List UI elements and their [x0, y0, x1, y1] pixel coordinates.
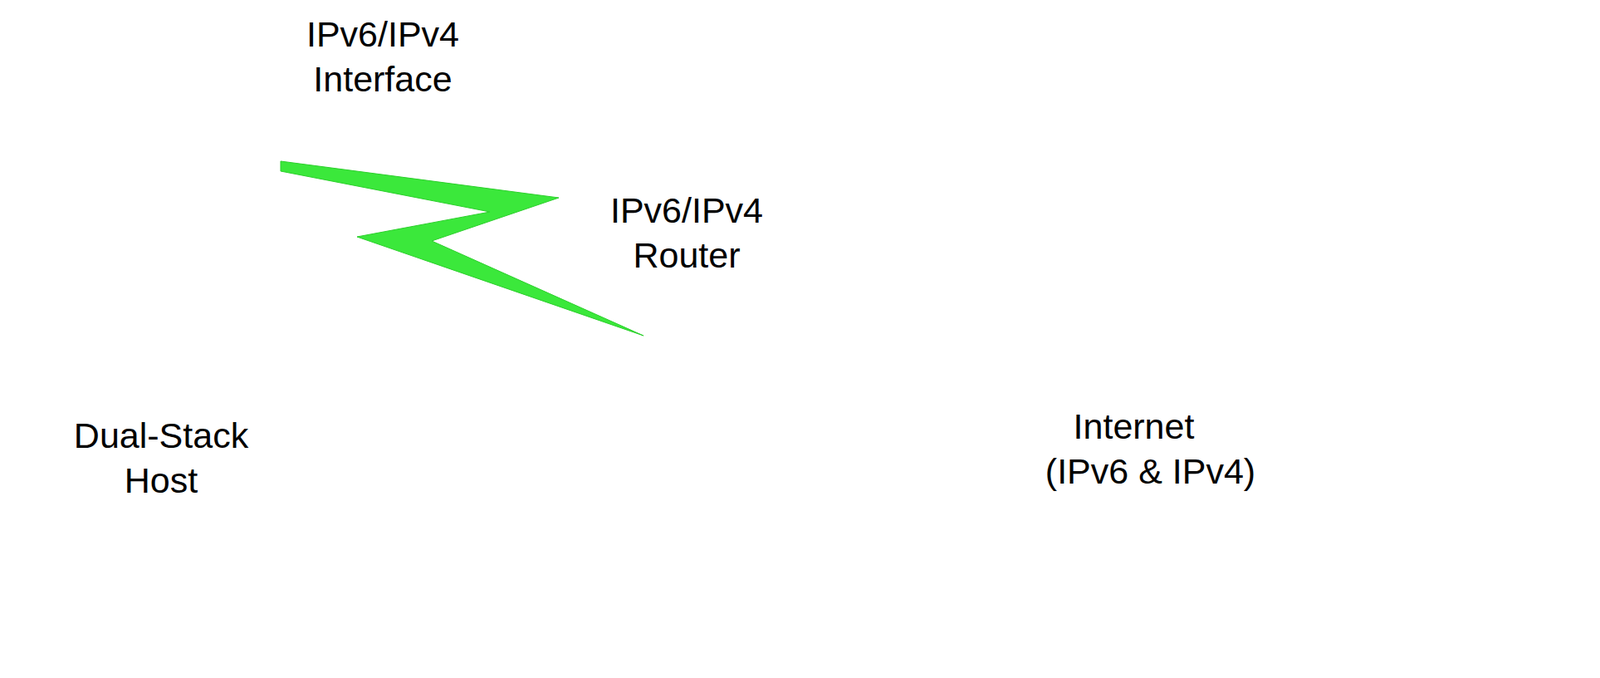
- computer-illustration: [0, 0, 366, 391]
- label-box: IPv6/IPv4 Interface: [283, 12, 483, 103]
- cloud-node: Internet (IPv6 & IPv4): [719, 163, 1600, 678]
- node-label: IPv6/IPv4 Router: [587, 188, 787, 279]
- node-label: Internet (IPv6 & IPv4): [1032, 404, 1269, 495]
- router-symbol: [583, 293, 786, 420]
- lightning-link: [280, 161, 644, 336]
- node-label: IPv6/IPv4 Interface: [283, 12, 483, 103]
- computer-node: IPv6/IPv4 InterfaceDual-Stack Host: [0, 0, 283, 378]
- label-box: Dual-Stack Host: [61, 413, 261, 504]
- line-spacer: [1235, 404, 1269, 450]
- label-box: Internet (IPv6 & IPv4): [1032, 404, 1269, 495]
- router-node: IPv6/IPv4 Router: [583, 293, 786, 420]
- node-label: Dual-Stack Host: [61, 413, 261, 504]
- label-box: IPv6/IPv4 Router: [587, 188, 787, 279]
